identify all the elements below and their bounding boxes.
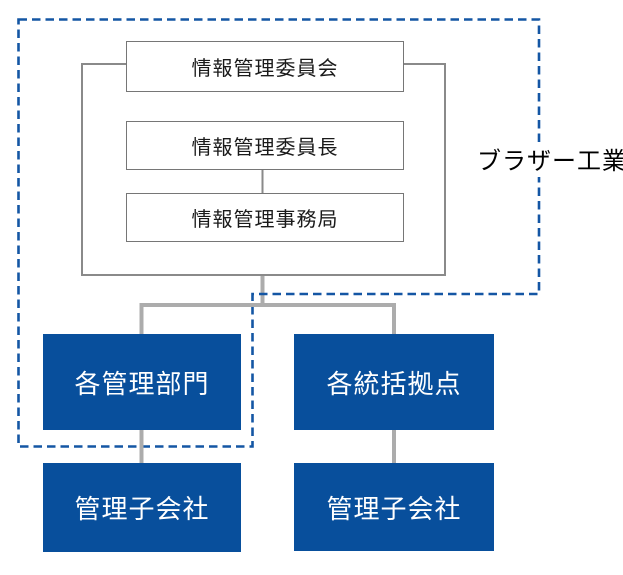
secretariat-box-label: 情報管理事務局: [191, 209, 339, 231]
committee-box: 情報管理委員会: [126, 41, 404, 92]
subsidiary-right-box: 管理子会社: [294, 463, 494, 551]
departments-box-label: 各管理部門: [74, 368, 210, 399]
committee-box-label: 情報管理委員会: [191, 58, 339, 80]
chairman-box-label: 情報管理委員長: [191, 137, 339, 159]
departments-box: 各管理部門: [43, 334, 241, 430]
subsidiary-left-box-label: 管理子会社: [74, 494, 210, 524]
chairman-box: 情報管理委員長: [126, 121, 404, 170]
subsidiary-left-box: 管理子会社: [43, 463, 241, 552]
company-boundary-dashed-outline: [17, 18, 541, 448]
subsidiary-right-box-label: 管理子会社: [326, 493, 462, 524]
regional-sites-box: 各統括拠点: [294, 334, 494, 430]
secretariat-box: 情報管理事務局: [126, 193, 404, 242]
company-boundary-label: ブラザー工業: [475, 147, 623, 177]
regional-sites-box-label: 各統括拠点: [326, 368, 462, 399]
